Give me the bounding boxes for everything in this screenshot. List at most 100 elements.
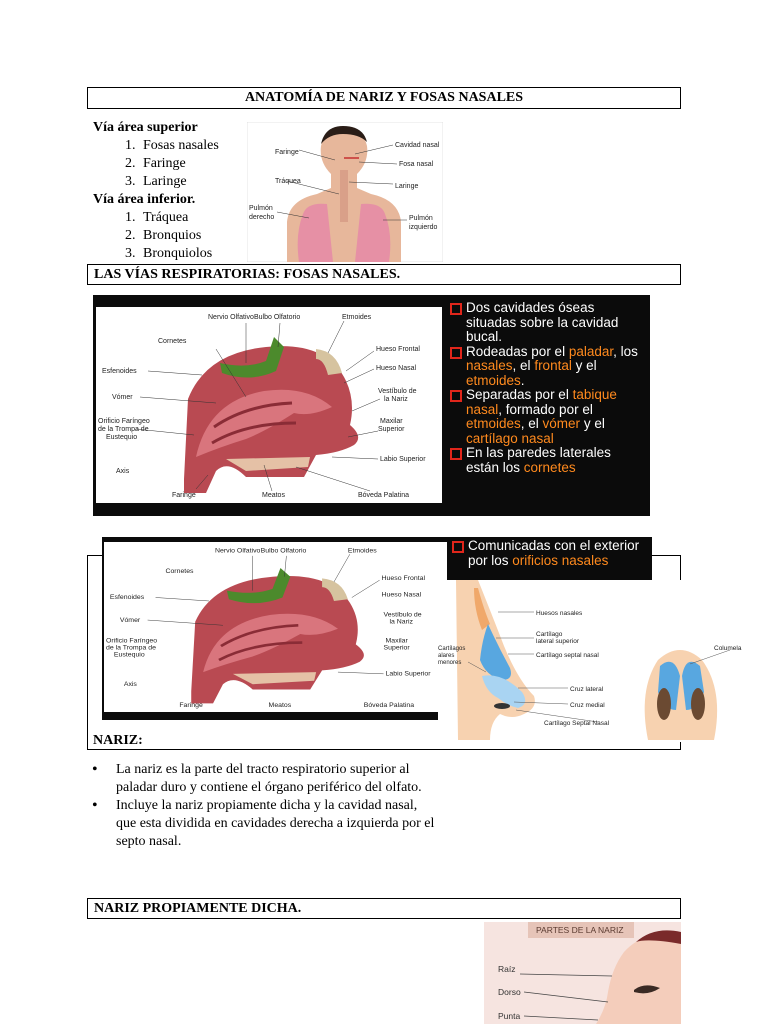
sagittal-section-figure-2: Nervio Olfativo Bulbo Olfatorio Etmoides… [104,542,447,712]
label-cornetes: Cornetes [165,569,194,576]
side-bullet: Comunicadas con el exterior por los orif… [450,538,650,568]
label-axis: Axis [124,681,138,688]
label-cornetes: Cornetes [158,338,187,345]
label-vestibulo-1: Vestíbulo de [378,388,417,395]
list-item: La nariz es la parte del tracto respirat… [92,761,438,797]
airway-list: Vía área superior Fosas nasales Faringe … [93,119,243,263]
label-fosa-nasal: Fosa nasal [399,161,434,168]
side-bullet: En las paredes laterales están los corne… [448,445,646,475]
label-cruz-medial: Cruz medial [570,702,605,709]
label-cavidad-nasal: Cavidad nasal [395,142,440,149]
label-vestibulo-2: la Nariz [390,619,413,626]
list-item: Bronquiolos [139,245,243,263]
label-vomer: Vómer [112,394,133,401]
label-maxilar-2: Superior [378,426,405,433]
label-esfenoides: Esfenoides [102,368,137,375]
section-header-nariz-propia: NARIZ PROPIAMENTE DICHA. [87,898,681,919]
label-etmoides: Etmoides [348,548,378,555]
list-item: Fosas nasales [139,137,243,155]
label-cruz-lateral: Cruz lateral [570,686,604,693]
side-bullet: Separadas por el tabique nasal, formado … [448,387,646,446]
label-labio-superior: Labio Superior [380,456,426,463]
label-maxilar-2: Superior [384,645,411,652]
label-esfenoides: Esfenoides [110,595,145,602]
label-orificio-2: de la Trompa de [106,645,156,652]
label-laringe: Laringe [395,183,418,190]
label-alares-1: Cartílagos [438,646,465,652]
section-header-vias: LAS VÍAS RESPIRATORIAS: FOSAS NASALES. [87,264,681,285]
label-nervio-olfativo: Nervio Olfativo [208,314,254,321]
label-orificio-3: Eustequio [114,652,145,659]
partes-banner: PARTES DE LA NARIZ [536,925,624,935]
label-faringe-sagittal: Faringe [179,702,203,709]
label-raiz: Raíz [498,964,515,974]
lower-airway-heading: Vía área inferior. [93,192,196,207]
list-item: Faringe [139,155,243,173]
label-cartilago-lateral-1: Cartílago [536,631,563,638]
label-orificio-2: de la Trompa de [98,426,149,433]
nose-parts-figure: PARTES DE LA NARIZ Raíz Dorso Punta [484,922,681,1024]
fosas-side-text: Dos cavidades óseas situadas sobre la ca… [448,300,646,475]
label-hueso-nasal: Hueso Nasal [382,592,422,599]
square-bullet-icon [450,448,462,460]
label-labio-superior: Labio Superior [386,671,432,678]
label-maxilar-1: Maxilar [380,418,403,425]
sagittal-section-figure: Nervio Olfativo Bulbo Olfatorio Etmoides… [96,307,442,503]
list-item: Incluye la nariz propiamente dicha y la … [92,797,438,851]
label-orificio-3: Eustequio [106,434,137,441]
label-maxilar-1: Maxilar [386,638,409,645]
label-boveda-palatina: Bóveda Palatina [364,702,415,709]
nose-cartilage-figure: Huesos nasales Cartílago lateral superio… [438,580,746,742]
document-title: ANATOMÍA DE NARIZ Y FOSAS NASALES [87,87,681,109]
label-bulbo-olfatorio: Bulbo Olfatorio [254,314,300,321]
list-item: Tráquea [139,209,243,227]
label-huesos-nasales: Huesos nasales [536,610,583,617]
label-pulmon-izquierdo-2: izquierdo [409,224,438,231]
nariz-heading: NARIZ: [93,733,143,748]
label-dorso: Dorso [498,987,521,997]
upper-airway-list: Fosas nasales Faringe Laringe [93,137,243,191]
list-item: Laringe [139,173,243,191]
label-meatos: Meatos [269,702,292,709]
label-meatos: Meatos [262,492,285,499]
fosas-side-text-2: Comunicadas con el exterior por los orif… [450,538,650,568]
label-pulmon-derecho-1: Pulmón [249,205,273,212]
label-nervio-olfativo: Nervio Olfativo [215,548,261,555]
label-etmoides: Etmoides [342,314,372,321]
label-traquea: Tráquea [275,178,301,185]
label-vestibulo-2: la Nariz [384,396,408,403]
label-hueso-nasal: Hueso Nasal [376,365,417,372]
list-item: Bronquios [139,227,243,245]
square-bullet-icon [450,346,462,359]
label-alares-2: alares [438,653,454,659]
label-hueso-frontal: Hueso Frontal [382,576,426,583]
label-pulmon-derecho-2: derecho [249,214,274,221]
fosas-nasales-panel: Nervio Olfativo Bulbo Olfatorio Etmoides… [93,295,650,516]
label-columela: Columela [714,645,742,652]
label-cartilago-septal: Cartílago septal nasal [536,652,599,659]
label-faringe-sagittal: Faringe [172,492,196,499]
upper-airway-heading: Vía área superior [93,120,198,135]
label-bulbo-olfatorio: Bulbo Olfatorio [261,548,307,555]
lower-airway-list: Tráquea Bronquios Bronquiolos [93,209,243,263]
square-bullet-icon [450,390,462,402]
label-alares-3: menores [438,660,461,666]
label-cartilago-septal-nasal: Cartílago Septal Nasal [544,720,610,727]
respiratory-body-figure: Faringe Tráquea Pulmón derecho Cavidad n… [247,122,443,262]
square-bullet-icon [452,541,464,553]
label-faringe: Faringe [275,149,299,156]
side-bullet: Dos cavidades óseas situadas sobre la ca… [448,300,646,345]
side-bullet: Rodeadas por el paladar, los nasales, el… [448,344,646,389]
label-axis: Axis [116,468,130,475]
label-hueso-frontal: Hueso Frontal [376,346,420,353]
label-cartilago-lateral-2: lateral superior [536,638,580,645]
label-vomer: Vómer [120,617,141,624]
label-boveda-palatina: Bóveda Palatina [358,492,409,499]
square-bullet-icon [450,303,462,315]
nariz-description: La nariz es la parte del tracto respirat… [88,761,438,851]
label-punta: Punta [498,1011,520,1021]
label-orificio-1: Orificio Faríngeo [98,418,150,425]
label-pulmon-izquierdo-1: Pulmón [409,215,433,222]
label-orificio-1: Orificio Faríngeo [106,638,158,645]
label-vestibulo-1: Vestíbulo de [384,612,422,619]
